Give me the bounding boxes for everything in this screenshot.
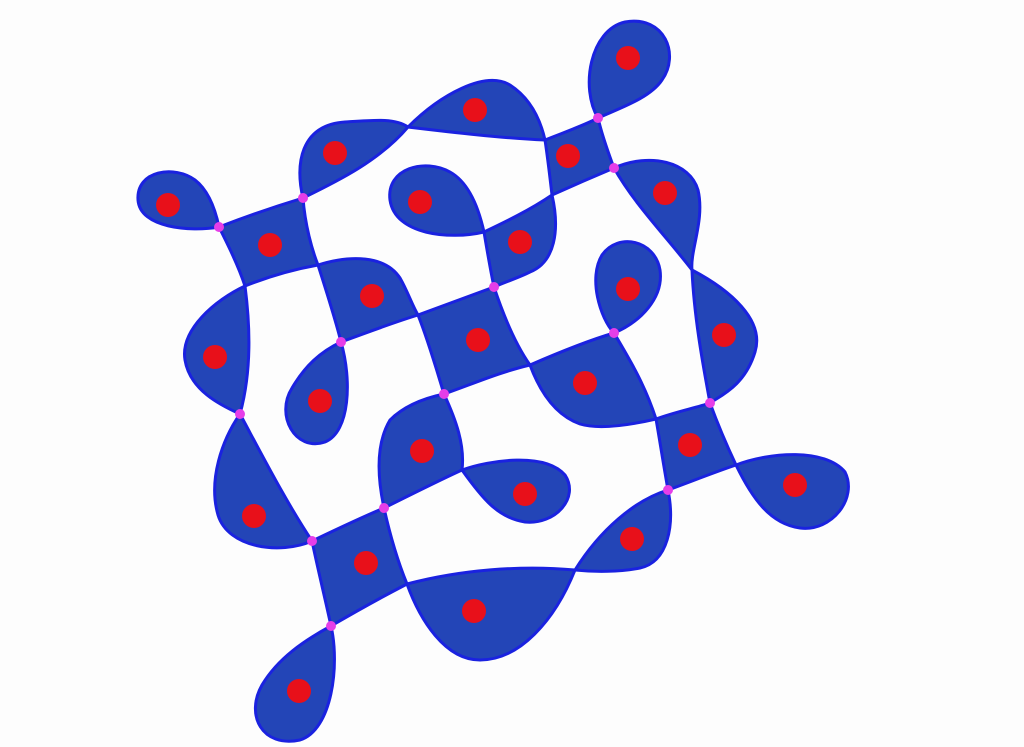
red-dot xyxy=(616,46,640,70)
wing-bottom-b xyxy=(573,488,672,573)
crossing-node xyxy=(336,337,346,347)
red-dot xyxy=(616,277,640,301)
red-dot xyxy=(408,190,432,214)
crossing-node xyxy=(609,163,619,173)
wing-regions xyxy=(183,79,759,662)
red-dot xyxy=(410,439,434,463)
crossing-node xyxy=(489,282,499,292)
red-dot xyxy=(653,181,677,205)
wing-top-a xyxy=(298,118,410,200)
crossing-node xyxy=(235,409,245,419)
crossing-node xyxy=(663,485,673,495)
wing-bottom-a xyxy=(405,566,577,662)
red-dot xyxy=(462,599,486,623)
crossing-node xyxy=(379,503,389,513)
red-dots xyxy=(156,46,807,703)
crossing-node xyxy=(609,328,619,338)
red-dot xyxy=(463,98,487,122)
red-dot xyxy=(783,473,807,497)
wing-right-a xyxy=(612,158,702,272)
crossing-node xyxy=(298,193,308,203)
lobe-inner-top xyxy=(388,164,486,237)
red-dot xyxy=(573,371,597,395)
red-dot xyxy=(620,527,644,551)
red-dot xyxy=(513,482,537,506)
crossing-node xyxy=(214,222,224,232)
crossing-cells xyxy=(217,116,738,628)
wing-left-b xyxy=(213,412,314,550)
red-dot xyxy=(466,328,490,352)
red-dot xyxy=(712,323,736,347)
crossing-nodes xyxy=(214,113,715,631)
crossing-node xyxy=(326,621,336,631)
red-dot xyxy=(308,389,332,413)
red-dot xyxy=(323,141,347,165)
red-dot xyxy=(678,433,702,457)
red-dot xyxy=(156,193,180,217)
red-dot xyxy=(508,230,532,254)
red-dot xyxy=(556,144,580,168)
crossing-node xyxy=(705,398,715,408)
red-dot xyxy=(287,679,311,703)
red-dot xyxy=(354,551,378,575)
red-dot xyxy=(242,504,266,528)
red-dot xyxy=(203,345,227,369)
red-dot xyxy=(258,233,282,257)
crossing-node xyxy=(593,113,603,123)
crossing-node xyxy=(439,389,449,399)
red-dot xyxy=(360,284,384,308)
crossing-node xyxy=(307,536,317,546)
